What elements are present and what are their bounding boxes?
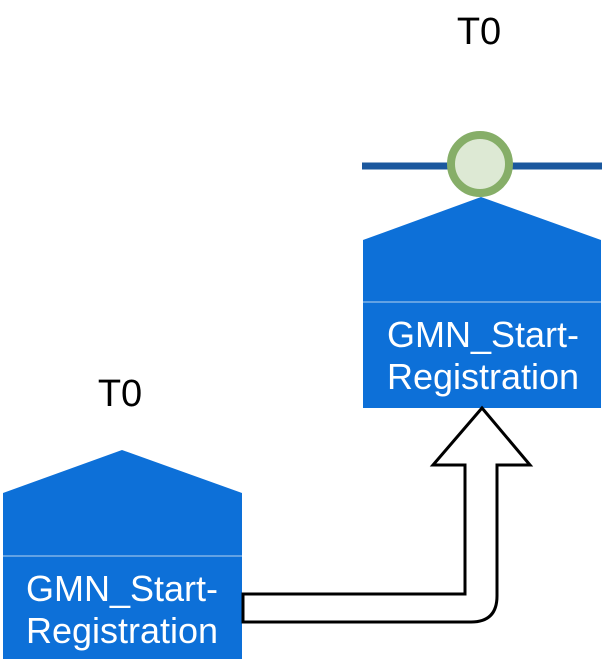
right-event-name-line2: Registration	[387, 356, 579, 397]
left-event-pentagon	[3, 450, 242, 659]
left-event-time-label: T0	[98, 373, 142, 415]
event-marker-circle-icon	[447, 131, 513, 197]
left-event-name-line2: Registration	[26, 610, 218, 651]
connector-arrow-icon	[241, 405, 534, 624]
left-event-name-line1: GMN_Start-	[26, 568, 218, 609]
right-event-time-label: T0	[457, 11, 501, 53]
right-event-name-line1: GMN_Start-	[387, 314, 579, 355]
